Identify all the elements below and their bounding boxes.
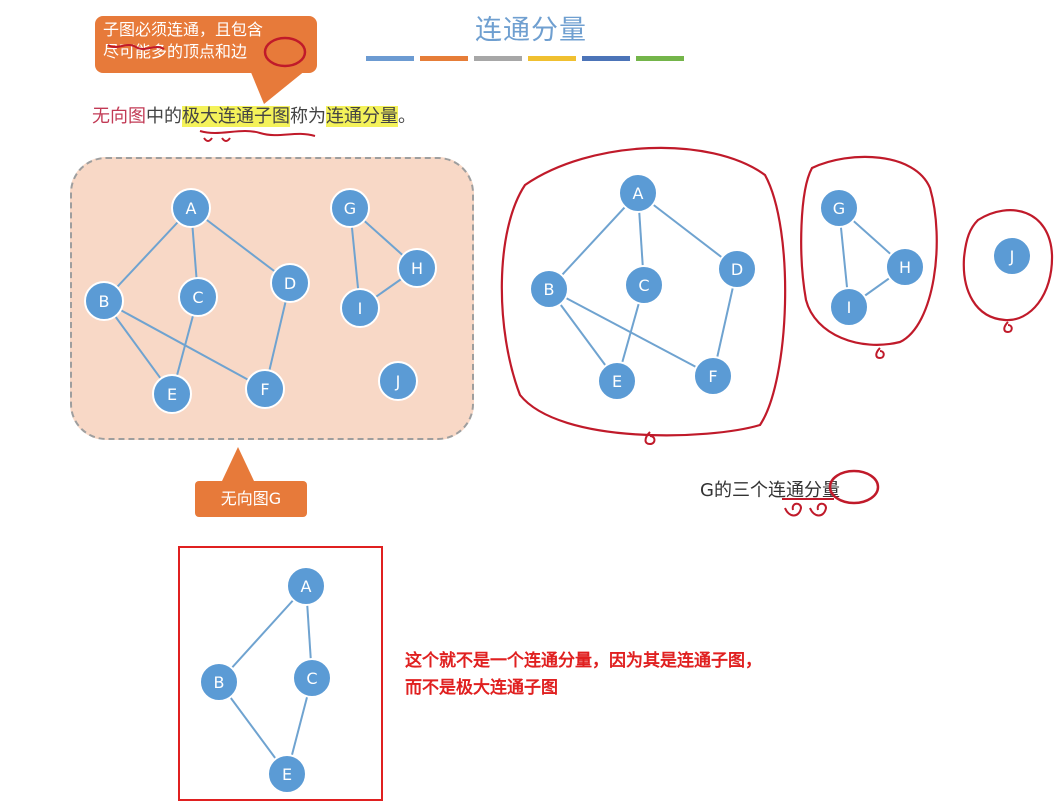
component-3-node-J [992,236,1032,276]
component-mark-2 [875,347,885,360]
component-loop-2 [800,155,938,346]
graph-g-node-D [270,263,310,303]
counter-example-node-E [267,754,307,794]
component-2-node-label-G: G [833,199,845,218]
graph-g-node-label-G: G [344,199,356,218]
component-1-node-label-D: D [731,260,743,279]
counter-example-node-A [286,566,326,606]
component-2-node-G [819,188,859,228]
counter-example-note: 这个就不是一个连通分量，因为其是连通子图， 而不是极大连通子图 [405,648,905,702]
component-3-node-label-J: J [1009,247,1015,266]
title-bar-6 [636,56,684,61]
definition-term-undirected: 无向图 [92,106,146,127]
note-line2: 而不是极大连通子图 [405,678,558,698]
definition-line: 无向图中的极大连通子图称为连通分量。 [92,102,416,128]
title-bar-2 [420,56,468,61]
component-1-node-F [693,356,733,396]
graph-g-node-label-F: F [260,380,269,399]
graph-g-node-F [245,369,285,409]
graph-g-node-E [152,374,192,414]
definition-text-called: 称为 [290,106,326,127]
graph-g-node-label-C: C [192,288,203,307]
callout-bottom-tail [222,447,254,481]
component-1-node-label-C: C [638,276,649,295]
graph-g-node-C [178,277,218,317]
counter-example-node-label-A: A [301,577,312,596]
component-loop-1 [500,146,787,437]
label-scribble [784,502,828,517]
component-2-node-I [829,287,869,327]
callout-graph-g: 无向图G [195,481,307,517]
component-1-node-E [597,361,637,401]
component-1-node-C [624,265,664,305]
graph-g-node-label-E: E [167,385,177,404]
counter-example-edge-AB [218,585,307,683]
component-mark-1 [644,431,656,446]
definition-underline [199,130,316,137]
title-bar-3 [474,56,522,61]
title-bar-5 [582,56,630,61]
title-bar-1 [366,56,414,61]
component-mark-3 [1003,321,1013,334]
counter-example-node-label-C: C [306,669,317,688]
definition-term-maximal: 极大连通子图 [182,106,290,127]
graph-g-node-label-D: D [284,274,296,293]
counter-example-node-label-B: B [214,673,225,692]
definition-underline-dots [203,137,231,142]
graph-g-node-H [397,248,437,288]
counter-example-node-label-E: E [282,765,292,784]
title-bar-4 [528,56,576,61]
component-2-node-H [885,247,925,287]
three-components-label: G的三个连通分量 [700,480,840,501]
graph-g-node-B [84,281,124,321]
graph-g-node-I [340,288,380,328]
counter-example-node-C [292,658,332,698]
callout-circle [263,36,307,68]
graph-g-node-G [330,188,370,228]
label-circle [828,469,880,505]
callout-top-tail [250,70,306,104]
definition-term-component: 连通分量 [326,106,398,127]
component-1-node-label-B: B [544,280,555,299]
graph-g-node-J [378,361,418,401]
component-1-node-label-A: A [633,184,644,203]
component-1-node-B [529,269,569,309]
counter-example-box [178,546,383,801]
graph-g-node-label-J: J [395,372,401,391]
component-1-node-label-E: E [612,372,622,391]
counter-example-node-B [199,662,239,702]
component-2-node-label-H: H [899,258,911,277]
graph-g-edge-AD [190,207,291,284]
definition-period: 。 [398,106,416,127]
component-1-node-D [717,249,757,289]
graph-g-node-label-H: H [411,259,423,278]
page-title: 连通分量 [475,15,587,46]
component-2-node-label-I: I [847,298,852,317]
graphs-layer: A B C D E F G H I J A B C D E F G H I J A B C E [84,173,1032,794]
component-1-node-label-F: F [708,367,717,386]
handwritten-annotations [107,36,1054,517]
component-loop-3 [962,209,1054,322]
definition-text-of: 中的 [146,106,182,127]
component-1-node-A [618,173,658,213]
component-1-edge-AB [548,192,639,290]
note-line1: 这个就不是一个连通分量，因为其是连通子图， [405,651,762,671]
callout-top-line1: 子图必须连通，且包含 [103,20,264,39]
graph-g-node-label-A: A [186,199,197,218]
callout-top-line2: 尽可能多的顶点和边 [103,42,248,61]
component-1-edge-AD [637,192,738,270]
graph-g-edge-AB [103,207,192,302]
callout-underline [107,44,165,50]
graph-g-node-A [171,188,211,228]
graph-g-node-label-I: I [358,299,363,318]
graph-g-node-label-B: B [99,292,110,311]
